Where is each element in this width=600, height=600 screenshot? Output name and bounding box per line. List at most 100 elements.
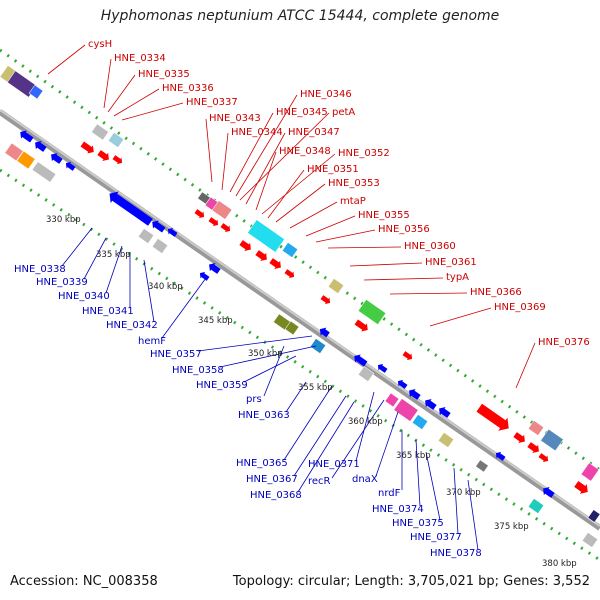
forward-label-leader — [289, 201, 338, 229]
gene-feature — [527, 498, 545, 514]
reverse-gene-label: HNE_0374 — [372, 504, 424, 515]
reverse-label-leader — [263, 345, 285, 397]
forward-gene-arrow — [574, 481, 588, 494]
reverse-label-leader — [293, 395, 347, 477]
reverse-gene-label: HNE_0365 — [236, 458, 288, 469]
gene-feature — [327, 278, 345, 294]
gene-feature — [91, 123, 109, 141]
gene-feature — [255, 250, 267, 261]
forward-gene-label: HNE_0336 — [162, 83, 214, 94]
reverse-gene-label: HNE_0338 — [14, 264, 66, 275]
gene-feature — [211, 200, 233, 220]
gene-feature — [540, 428, 564, 452]
forward-gene-label: HNE_0348 — [279, 146, 331, 157]
forward-gene-label: HNE_0369 — [494, 302, 546, 313]
gene-feature — [409, 389, 421, 400]
gene-feature — [151, 238, 169, 254]
forward-label-leader — [245, 132, 286, 205]
reverse-gene-arrow — [409, 389, 421, 400]
forward-gene-label: HNE_0345 — [276, 107, 328, 118]
reverse-gene-arrow — [377, 363, 388, 373]
gene-feature — [527, 420, 545, 436]
reverse-label-leader — [285, 381, 307, 413]
gene-block — [137, 228, 155, 244]
forward-label-leader — [305, 215, 356, 237]
forward-gene-label: HNE_0334 — [114, 53, 166, 64]
kbp-tick-label: 370 kbp — [446, 488, 481, 498]
gene-block — [357, 299, 387, 325]
forward-gene-label: HNE_0353 — [328, 178, 380, 189]
reverse-gene-label: recR — [308, 476, 331, 487]
forward-gene-arrow — [284, 269, 295, 279]
gene-feature — [319, 327, 330, 338]
forward-gene-arrow — [476, 403, 509, 431]
reverse-gene-label: HNE_0340 — [58, 291, 110, 302]
reverse-label-leader — [283, 385, 333, 461]
reverse-gene-arrow — [425, 399, 437, 410]
gene-block — [91, 123, 109, 141]
forward-label-leader — [515, 342, 536, 389]
gene-block — [211, 200, 233, 220]
reverse-label-leader — [297, 401, 355, 493]
gene-feature — [51, 153, 63, 164]
gene-feature — [167, 227, 178, 237]
gene-block — [28, 84, 44, 100]
kbp-tick-label: 375 kbp — [494, 522, 529, 532]
forward-label-leader — [221, 132, 229, 191]
kbp-tick-label: 350 kbp — [248, 349, 283, 359]
gene-block — [151, 238, 169, 254]
gene-feature — [402, 351, 413, 361]
gene-feature — [281, 242, 299, 258]
gene-feature — [581, 532, 599, 548]
gene-feature — [137, 228, 155, 244]
forward-gene-arrow — [320, 295, 331, 305]
gene-feature — [35, 141, 47, 152]
forward-gene-arrow — [194, 209, 205, 219]
reverse-gene-arrow — [65, 161, 76, 171]
kbp-tick-label: 365 kbp — [396, 451, 431, 461]
forward-gene-label: HNE_0347 — [288, 127, 340, 138]
forward-gene-arrow — [538, 453, 549, 463]
reverse-gene-arrow — [495, 451, 506, 461]
forward-gene-arrow — [220, 223, 231, 233]
reverse-gene-label: HNE_0359 — [196, 380, 248, 391]
kbp-tick-label: 330 kbp — [46, 215, 81, 225]
reverse-gene-label: HNE_0367 — [246, 474, 298, 485]
gene-feature — [208, 217, 219, 227]
forward-gene-label: HNE_0335 — [138, 69, 190, 80]
forward-label-leader — [349, 262, 423, 267]
reverse-gene-label: HNE_0377 — [410, 532, 462, 543]
reverse-gene-arrow — [397, 379, 408, 389]
gene-feature — [152, 220, 166, 233]
gene-feature — [357, 366, 375, 382]
gene-feature — [28, 84, 44, 100]
forward-gene-label: HNE_0376 — [538, 337, 590, 348]
gene-feature — [199, 271, 210, 281]
gene-block — [581, 532, 599, 548]
forward-gene-label: petA — [332, 107, 355, 118]
gene-feature — [209, 263, 221, 274]
forward-gene-label: cysH — [88, 39, 112, 50]
reverse-gene-label: HNE_0378 — [430, 548, 482, 559]
map-title: Hyphomonas neptunium ATCC 15444, complet… — [100, 8, 500, 24]
forward-gene-label: HNE_0355 — [358, 210, 410, 221]
gene-block — [284, 320, 300, 336]
forward-gene-label: HNE_0351 — [307, 164, 359, 175]
forward-gene-label: HNE_0366 — [470, 287, 522, 298]
forward-gene-label: HNE_0346 — [300, 89, 352, 100]
reverse-gene-arrow — [51, 153, 63, 164]
gene-feature — [393, 398, 419, 422]
gene-feature — [16, 150, 36, 170]
reverse-label-leader — [61, 227, 93, 267]
forward-label-leader — [327, 246, 402, 249]
forward-gene-arrow — [513, 432, 525, 443]
reverse-gene-label: HNE_0342 — [106, 320, 158, 331]
reverse-gene-arrow — [35, 141, 47, 152]
reverse-gene-arrow — [167, 227, 178, 237]
forward-label-leader — [275, 183, 326, 223]
gene-feature — [112, 155, 123, 165]
reverse-label-leader — [425, 451, 441, 521]
gene-block — [4, 142, 24, 162]
